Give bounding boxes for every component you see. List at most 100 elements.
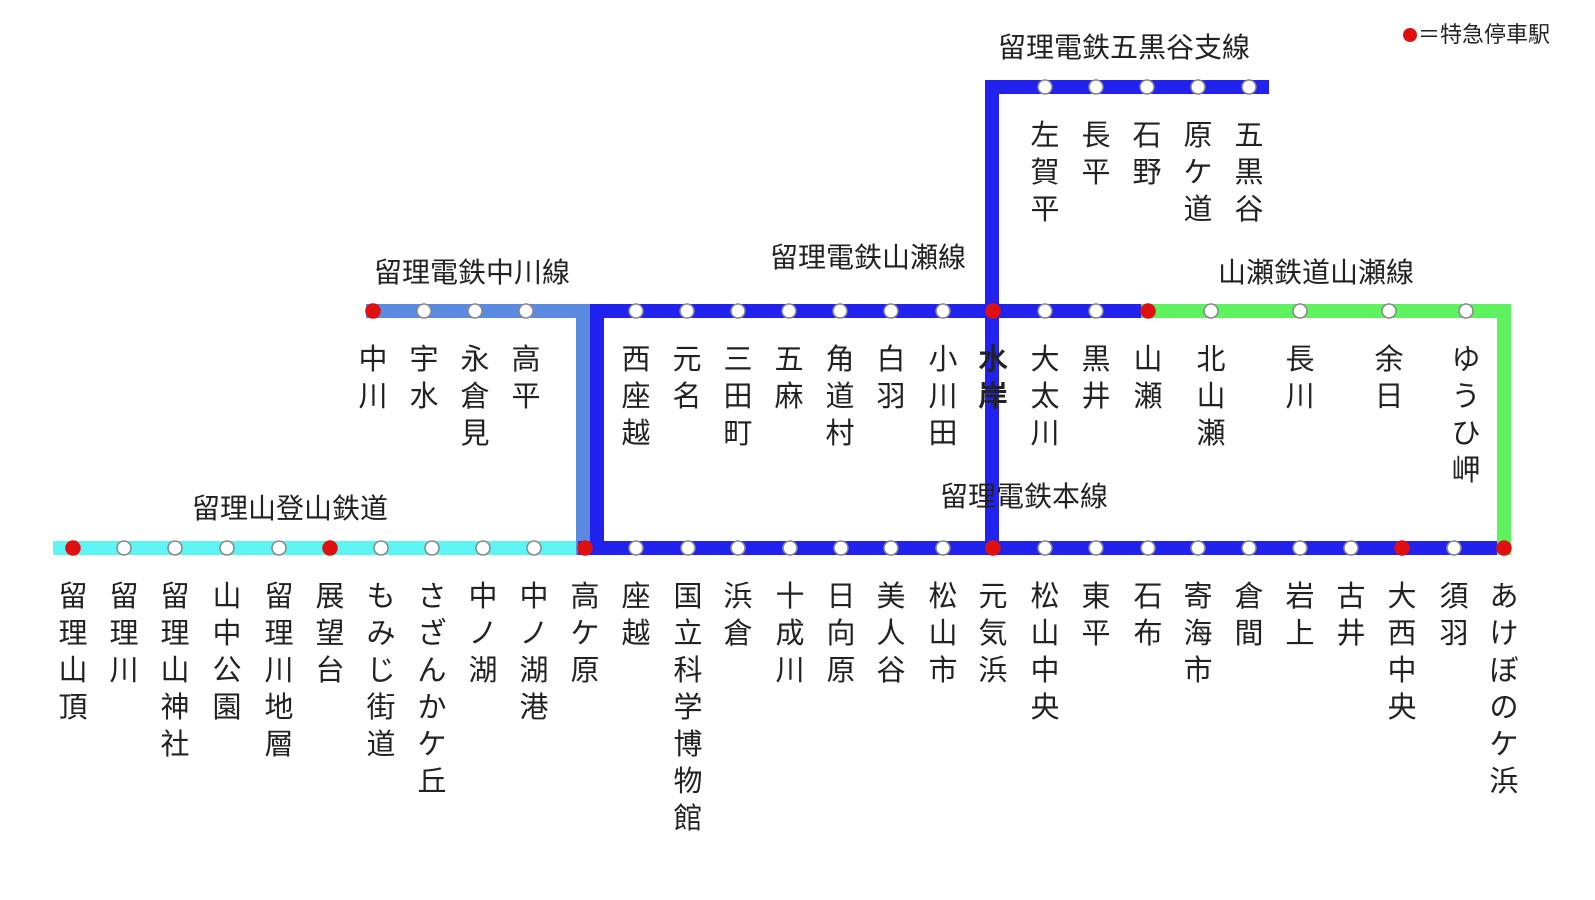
station-label: 西座越 xyxy=(621,342,650,450)
station-dot xyxy=(365,303,381,319)
legend: ＝特急停車駅 xyxy=(1403,23,1550,48)
station-dot xyxy=(935,303,951,319)
station-label: 黒井 xyxy=(1081,342,1110,413)
station-dot xyxy=(883,540,899,556)
station-dot xyxy=(1088,540,1104,556)
station-dot xyxy=(1292,540,1308,556)
station-label: 五黒谷 xyxy=(1234,118,1263,226)
station-dot xyxy=(1458,303,1474,319)
station-label: 余日 xyxy=(1374,342,1403,413)
station-dot xyxy=(526,540,542,556)
station-dot xyxy=(1381,303,1397,319)
station-dot xyxy=(1446,540,1462,556)
station-dot xyxy=(65,540,81,556)
station-dot xyxy=(883,303,899,319)
station-dot xyxy=(167,540,183,556)
station-dot xyxy=(1241,540,1257,556)
legend-express-dot xyxy=(1403,28,1417,42)
station-dot xyxy=(730,540,746,556)
station-dot xyxy=(1088,79,1104,95)
station-label: 白羽 xyxy=(876,342,905,413)
station-label: 永倉見 xyxy=(460,342,489,450)
station-dot xyxy=(680,540,696,556)
station-dot xyxy=(1037,303,1053,319)
station-dot xyxy=(1140,303,1156,319)
station-label: 東平 xyxy=(1081,579,1110,650)
station-label: 五麻 xyxy=(774,342,803,413)
station-label: 留理川地層 xyxy=(264,579,293,761)
station-dot xyxy=(781,303,797,319)
station-label: 角道村 xyxy=(825,342,854,450)
station-dot xyxy=(373,540,389,556)
station-dot xyxy=(1203,303,1219,319)
station-label: 美人谷 xyxy=(876,579,905,687)
station-label: さざんかケ丘 xyxy=(417,579,446,798)
station-dot xyxy=(1190,540,1206,556)
station-dot xyxy=(679,303,695,319)
station-dot xyxy=(1343,540,1359,556)
station-label: 中ノ湖 xyxy=(468,579,497,687)
station-label: 国立科学博物館 xyxy=(673,579,702,835)
station-label-layer: 留理山頂留理川留理山神社山中公園留理川地層展望台もみじ街道さざんかケ丘中ノ湖中ノ… xyxy=(58,118,1518,835)
station-dot xyxy=(475,540,491,556)
station-dot xyxy=(628,303,644,319)
station-dot xyxy=(1496,540,1512,556)
station-dot xyxy=(467,303,483,319)
station-label: 原ケ道 xyxy=(1183,118,1212,226)
station-label: 長川 xyxy=(1285,342,1314,413)
station-label: 長平 xyxy=(1081,118,1110,189)
station-label: 元気浜 xyxy=(978,579,1007,687)
station-dot xyxy=(1139,79,1155,95)
station-dot xyxy=(782,540,798,556)
station-label: 寄海市 xyxy=(1183,579,1212,687)
station-dot xyxy=(985,303,1001,319)
station-label: 十成川 xyxy=(775,579,804,687)
station-dot xyxy=(219,540,235,556)
station-label: ゆうひ岬 xyxy=(1451,342,1480,487)
station-dot xyxy=(985,540,1001,556)
station-dot xyxy=(322,540,338,556)
station-label: 左賀平 xyxy=(1030,118,1059,226)
station-label: 山中公園 xyxy=(212,579,241,724)
station-label: 小川田 xyxy=(928,342,957,450)
station-label: 中川 xyxy=(358,342,387,413)
line-title-nakagawa: 留理電鉄中川線 xyxy=(374,256,570,289)
legend-text: ＝特急停車駅 xyxy=(1418,23,1550,48)
station-label: 元名 xyxy=(672,342,701,413)
line-title-tozan: 留理山登山鉄道 xyxy=(192,492,388,525)
station-label: 留理山頂 xyxy=(58,579,87,724)
station-dot xyxy=(628,540,644,556)
station-label: 浜倉 xyxy=(723,579,752,650)
station-label: 三田町 xyxy=(723,342,752,450)
station-layer xyxy=(65,79,1512,556)
line-title-yamase: 留理電鉄山瀬線 xyxy=(770,241,966,274)
station-label: 座越 xyxy=(621,579,650,650)
station-label: 宇水 xyxy=(409,342,438,413)
station-label: あけぼのケ浜 xyxy=(1489,579,1518,798)
station-label: 倉間 xyxy=(1234,579,1263,650)
station-dot xyxy=(518,303,534,319)
station-dot xyxy=(1241,79,1257,95)
station-dot xyxy=(833,540,849,556)
station-label: もみじ街道 xyxy=(366,579,395,761)
station-label: 高平 xyxy=(511,342,540,413)
station-dot xyxy=(935,540,951,556)
station-dot xyxy=(1190,79,1206,95)
station-label: 展望台 xyxy=(315,579,344,687)
station-label: 水岸 xyxy=(978,342,1008,413)
station-dot xyxy=(1140,540,1156,556)
station-label: 須羽 xyxy=(1439,579,1468,650)
station-dot xyxy=(1394,540,1410,556)
station-label: 石野 xyxy=(1132,118,1161,189)
station-dot xyxy=(271,540,287,556)
station-label: 中ノ湖港 xyxy=(519,579,548,724)
line-title-main: 留理電鉄本線 xyxy=(940,480,1108,513)
station-dot xyxy=(730,303,746,319)
station-dot xyxy=(832,303,848,319)
station-label: 松山中央 xyxy=(1030,579,1059,724)
station-dot xyxy=(116,540,132,556)
line-title-yamase-tetsudo: 山瀬鉄道山瀬線 xyxy=(1218,256,1414,289)
line-title-gokokudani: 留理電鉄五黒谷支線 xyxy=(998,31,1250,64)
station-label: 高ケ原 xyxy=(570,579,599,687)
